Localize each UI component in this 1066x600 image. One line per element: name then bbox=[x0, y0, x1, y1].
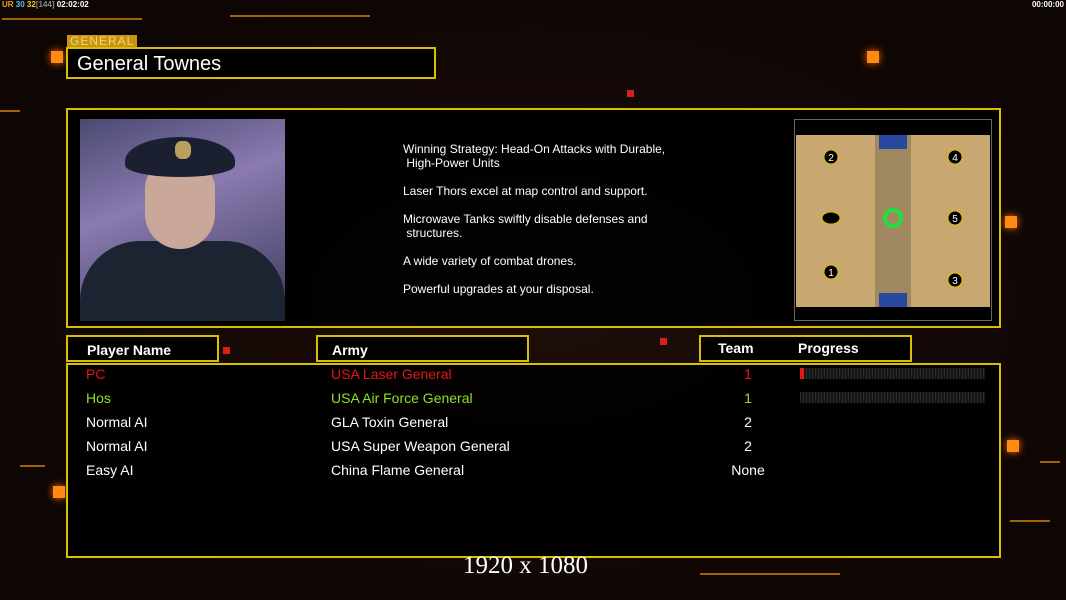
slot-number: 2 bbox=[828, 153, 834, 164]
deco-line bbox=[1010, 520, 1050, 522]
deco-square bbox=[660, 338, 667, 345]
hud-segment: [144] bbox=[35, 0, 55, 9]
resolution-label: 1920 x 1080 bbox=[463, 552, 588, 579]
progress-bar bbox=[800, 392, 985, 403]
deco-line bbox=[1040, 461, 1060, 463]
deco-square bbox=[53, 486, 65, 498]
description-line: Powerful upgrades at your disposal. bbox=[403, 282, 594, 296]
header-player-name: Player Name bbox=[66, 335, 219, 362]
player-team: None bbox=[731, 462, 765, 478]
header-label: Army bbox=[332, 342, 368, 358]
player-army: USA Laser General bbox=[331, 366, 452, 382]
player-team: 2 bbox=[744, 414, 752, 430]
player-name: Normal AI bbox=[86, 438, 148, 454]
start-slot-5[interactable]: 5 bbox=[947, 210, 963, 226]
slot-number: 1 bbox=[828, 268, 834, 279]
player-name: Easy AI bbox=[86, 462, 134, 478]
deco-square bbox=[627, 90, 634, 97]
timer-readout: 00:00:00 bbox=[1031, 0, 1064, 9]
player-team: 1 bbox=[744, 366, 752, 382]
hud-segment: UR bbox=[2, 0, 14, 9]
deco-square bbox=[867, 51, 879, 63]
player-army: USA Super Weapon General bbox=[331, 438, 510, 454]
start-slot-4[interactable]: 4 bbox=[947, 149, 963, 165]
progress-bar bbox=[800, 368, 985, 379]
strategy-description: Winning Strategy: Head-On Attacks with D… bbox=[403, 142, 665, 310]
player-name: PC bbox=[86, 366, 106, 382]
start-slot-3[interactable]: 3 bbox=[947, 272, 963, 288]
player-army: GLA Toxin General bbox=[331, 414, 449, 430]
slot-number: 4 bbox=[952, 153, 958, 164]
slot-number: 5 bbox=[952, 214, 958, 225]
general-name-box: General Townes bbox=[66, 47, 436, 79]
description-line: Microwave Tanks swiftly disable defenses… bbox=[403, 212, 648, 240]
hud-segment: 32 bbox=[26, 0, 36, 9]
hud-segment: 02:02:02 bbox=[54, 0, 89, 9]
player-name: Hos bbox=[86, 390, 111, 406]
header-team-progress: Team Progress bbox=[699, 335, 912, 362]
description-line: A wide variety of combat drones. bbox=[403, 254, 577, 268]
map-preview[interactable]: 1 2 3 4 5 bbox=[794, 119, 992, 321]
header-label: Progress bbox=[798, 340, 859, 356]
description-line: Laser Thors excel at map control and sup… bbox=[403, 184, 648, 198]
player-team: 2 bbox=[744, 438, 752, 454]
player-list bbox=[66, 363, 1001, 558]
player-name: Normal AI bbox=[86, 414, 148, 430]
deco-line bbox=[230, 15, 370, 17]
deco-line bbox=[20, 465, 45, 467]
start-slot-1[interactable]: 1 bbox=[823, 264, 839, 280]
player-army: China Flame General bbox=[331, 462, 465, 478]
deco-square bbox=[1007, 440, 1019, 452]
description-line: Winning Strategy: Head-On Attacks with D… bbox=[403, 142, 666, 170]
player-army: USA Air Force General bbox=[331, 390, 473, 406]
general-portrait bbox=[80, 119, 285, 321]
deco-line bbox=[700, 573, 840, 575]
header-label: Player Name bbox=[87, 342, 172, 358]
header-army: Army bbox=[316, 335, 529, 362]
deco-line bbox=[2, 18, 142, 20]
deco-square bbox=[223, 347, 230, 354]
slot-number: 3 bbox=[952, 276, 958, 287]
player-team: 1 bbox=[744, 390, 752, 406]
general-info-panel: Winning Strategy: Head-On Attacks with D… bbox=[66, 108, 1001, 328]
deco-square bbox=[1005, 216, 1017, 228]
header-label: Team bbox=[718, 340, 754, 356]
deco-line bbox=[0, 110, 20, 112]
deco-square bbox=[51, 51, 63, 63]
general-name: General Townes bbox=[77, 53, 222, 75]
fps-readout: UR 30 32[144] 02:02:02 bbox=[2, 0, 89, 9]
start-slot-2[interactable]: 2 bbox=[823, 149, 839, 165]
hud-segment: 30 bbox=[13, 0, 27, 9]
section-label: GENERAL bbox=[67, 35, 138, 48]
progress-fill bbox=[800, 368, 804, 379]
